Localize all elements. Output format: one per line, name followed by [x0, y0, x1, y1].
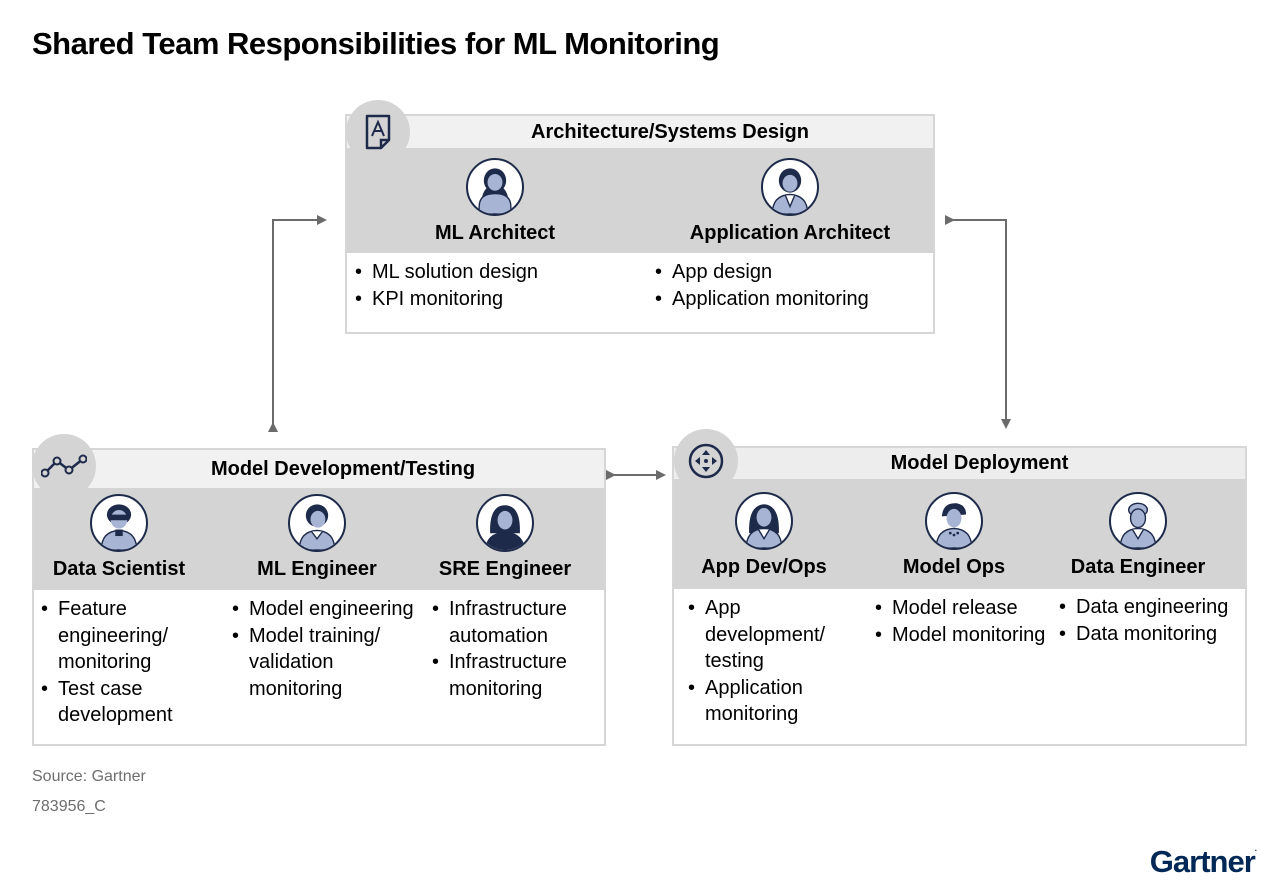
- data-scientist-avatar-icon: [90, 494, 148, 552]
- data-engineer-bullets: Data engineering Data monitoring: [1059, 594, 1234, 647]
- list-item: Data monitoring: [1059, 621, 1234, 648]
- logo-text: Gartner: [1149, 844, 1256, 879]
- model-ops-bullets: Model release Model monitoring: [875, 595, 1050, 648]
- ml-engineer-bullets: Model engineering Model training/ valida…: [232, 596, 417, 702]
- sre-engineer-avatar-icon: [476, 494, 534, 552]
- ml-engineer-name: ML Engineer: [257, 558, 377, 580]
- ml-architect-name: ML Architect: [434, 222, 556, 244]
- model-ops-name: Model Ops: [902, 556, 1006, 578]
- list-item: Model engineering: [232, 596, 417, 623]
- role-data-scientist: Data Scientist: [39, 494, 199, 581]
- development-icon-circle: [32, 434, 96, 498]
- panel-deployment: Model Deployment App development/ testin…: [672, 446, 1247, 746]
- ml-architect-bullets: ML solution design KPI monitoring: [355, 259, 538, 312]
- list-item: Application monitoring: [688, 675, 858, 728]
- app-devops-avatar-icon: [735, 492, 793, 550]
- panel-development-heading: Model Development/Testing: [34, 450, 604, 488]
- panel-architecture: Architecture/Systems Design ML solution …: [345, 114, 935, 334]
- app-devops-bullets: App development/ testing Application mon…: [688, 595, 858, 728]
- model-ops-avatar-icon: [925, 492, 983, 550]
- document-a-icon: [365, 114, 391, 150]
- gartner-logo: Gartner.: [1149, 844, 1257, 879]
- list-item: KPI monitoring: [355, 286, 538, 313]
- list-item: App design: [655, 259, 869, 286]
- role-model-ops: Model Ops: [874, 492, 1034, 579]
- data-engineer-avatar-icon: [1109, 492, 1167, 550]
- list-item: App development/ testing: [688, 595, 858, 675]
- data-scientist-bullets: Feature engineering/ monitoring Test cas…: [41, 596, 216, 729]
- role-data-engineer: Data Engineer: [1058, 492, 1218, 579]
- application-architect-name: Application Architect: [689, 222, 891, 244]
- ml-engineer-avatar-icon: [288, 494, 346, 552]
- list-item: Test case development: [41, 676, 216, 729]
- panel-deployment-heading: Model Deployment: [674, 448, 1245, 479]
- application-architect-bullets: App design Application monitoring: [655, 259, 869, 312]
- role-ml-architect: ML Architect: [415, 158, 575, 245]
- role-application-architect: Application Architect: [670, 158, 910, 245]
- list-item: Model release: [875, 595, 1050, 622]
- app-devops-name: App Dev/Ops: [701, 556, 827, 578]
- list-item: Model training/ validation monitoring: [232, 623, 417, 703]
- panel-architecture-heading: Architecture/Systems Design: [347, 116, 933, 148]
- list-item: Application monitoring: [655, 286, 869, 313]
- list-item: Infrastructure monitoring: [432, 649, 602, 702]
- list-item: Data engineering: [1059, 594, 1234, 621]
- page-title: Shared Team Responsibilities for ML Moni…: [32, 26, 720, 61]
- move-arrows-icon: [688, 443, 724, 479]
- architecture-icon-circle: [346, 100, 410, 164]
- sre-engineer-name: SRE Engineer: [438, 558, 572, 580]
- list-item: ML solution design: [355, 259, 538, 286]
- role-ml-engineer: ML Engineer: [237, 494, 397, 581]
- panel-development: Model Development/Testing Feature engine…: [32, 448, 606, 746]
- application-architect-avatar-icon: [761, 158, 819, 216]
- role-sre-engineer: SRE Engineer: [425, 494, 585, 581]
- data-scientist-name: Data Scientist: [52, 558, 186, 580]
- sre-engineer-bullets: Infrastructure automation Infrastructure…: [432, 596, 602, 702]
- figure-id: 783956_C: [32, 798, 106, 815]
- list-item: Feature engineering/ monitoring: [41, 596, 216, 676]
- deployment-icon-circle: [674, 429, 738, 493]
- data-engineer-name: Data Engineer: [1070, 556, 1206, 578]
- role-app-devops: App Dev/Ops: [684, 492, 844, 579]
- line-graph-icon: [41, 454, 87, 478]
- panel-architecture-band: [347, 148, 933, 253]
- list-item: Model monitoring: [875, 622, 1050, 649]
- ml-architect-avatar-icon: [466, 158, 524, 216]
- source-note: Source: Gartner: [32, 768, 146, 785]
- arrow-architecture-deployment: [945, 215, 1011, 429]
- list-item: Infrastructure automation: [432, 596, 602, 649]
- arrow-dev-architecture: [268, 215, 327, 432]
